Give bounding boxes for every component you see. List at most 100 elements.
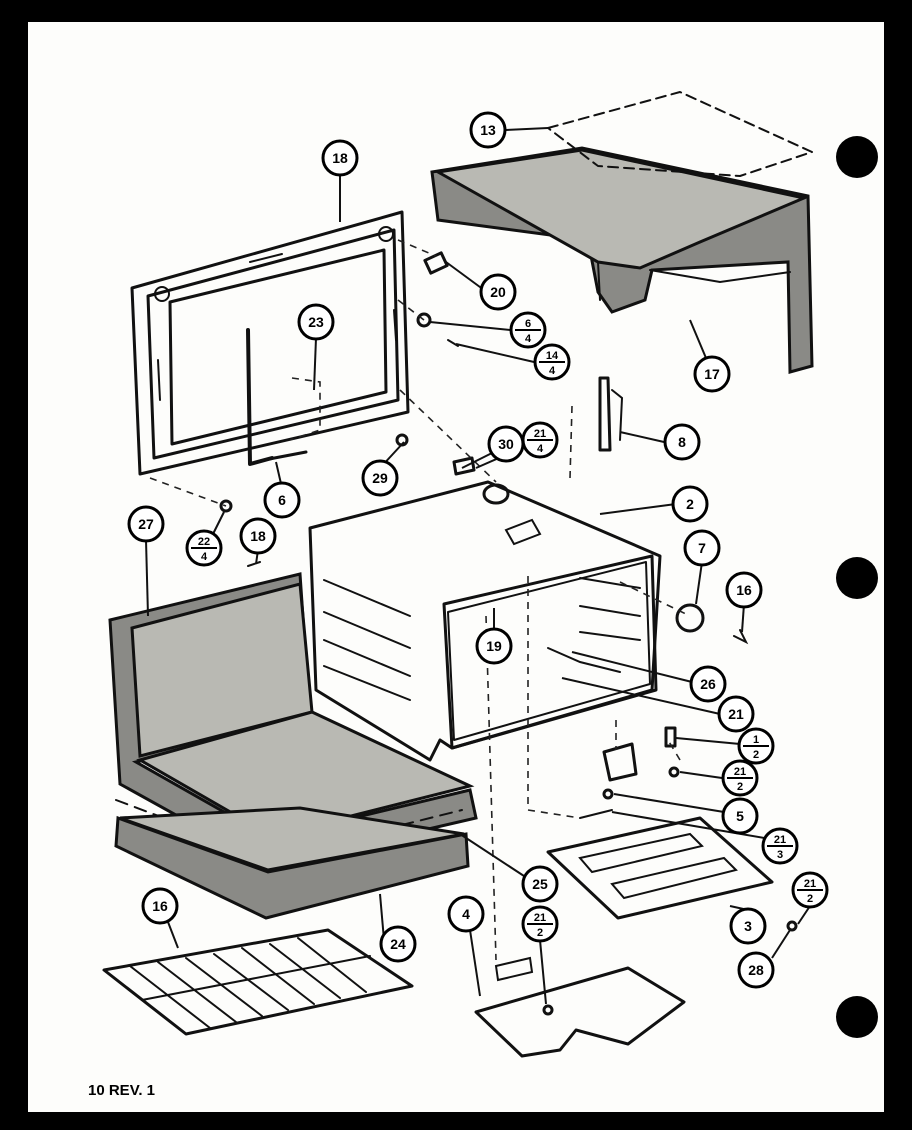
callout-number: 4	[462, 906, 470, 922]
callout-number: 16	[152, 898, 168, 914]
callout-circle	[447, 895, 485, 933]
callout-circle	[521, 865, 559, 903]
callout-c3: 3	[729, 907, 767, 945]
front-frame-part-18	[130, 210, 410, 476]
oven-liner-part-2	[308, 480, 662, 762]
callout-circle	[663, 423, 701, 461]
callout-numerator: 21	[774, 834, 786, 846]
callout-c21-2b: 212	[521, 905, 559, 943]
callout-number: 25	[532, 876, 548, 892]
callout-c23: 23	[297, 303, 335, 341]
broil-pan-part-3	[546, 816, 774, 920]
callout-circle	[725, 571, 763, 609]
callout-numerator: 22	[198, 536, 210, 548]
callout-c27: 27	[127, 505, 165, 543]
callout-numerator: 21	[804, 878, 816, 890]
callout-number: 29	[372, 470, 388, 486]
callout-c26: 26	[689, 665, 727, 703]
callout-c13: 13	[469, 111, 507, 149]
callout-numerator: 1	[753, 734, 759, 746]
callout-c22-4: 224	[185, 529, 223, 567]
callout-number: 17	[704, 366, 720, 382]
callout-number: 7	[698, 540, 706, 556]
callout-numerator: 6	[525, 318, 531, 330]
callout-circle	[297, 303, 335, 341]
callout-denominator: 2	[807, 893, 813, 905]
callout-number: 18	[332, 150, 348, 166]
callout-denominator: 2	[753, 749, 759, 761]
binder-hole-middle	[836, 557, 878, 599]
top-insulation-part-17	[430, 146, 814, 374]
callout-c16a: 16	[725, 571, 763, 609]
callout-denominator: 4	[549, 365, 556, 377]
callout-c17: 17	[693, 355, 731, 393]
callout-circle	[361, 459, 399, 497]
callout-c21-4: 214	[521, 421, 559, 459]
callout-c2: 2	[671, 485, 709, 523]
callout-c7: 7	[683, 529, 721, 567]
bottom-plate-part-4	[474, 956, 686, 1058]
page-label: 10 REV. 1	[88, 1082, 155, 1099]
callout-circle	[469, 111, 507, 149]
callout-circle	[127, 505, 165, 543]
callout-circle	[717, 695, 755, 733]
top-sheet-part-13	[547, 91, 813, 177]
binder-hole-top	[836, 136, 878, 178]
callout-circle	[683, 529, 721, 567]
callout-circle	[737, 951, 775, 989]
callout-c8: 8	[663, 423, 701, 461]
callout-c6-4: 64	[509, 311, 547, 349]
callout-number: 5	[736, 808, 744, 824]
callout-c18b: 18	[239, 517, 277, 555]
callout-number: 8	[678, 434, 686, 450]
callout-denominator: 4	[537, 443, 544, 455]
callout-number: 2	[686, 496, 694, 512]
callout-c29: 29	[361, 459, 399, 497]
callout-number: 21	[728, 706, 744, 722]
callout-c18: 18	[321, 139, 359, 177]
callout-c30: 30	[487, 425, 525, 463]
callout-c16b: 16	[141, 887, 179, 925]
side-insulation-part-27	[108, 572, 478, 868]
callout-number: 28	[748, 962, 764, 978]
callout-c14-4: 144	[533, 343, 571, 381]
callout-c21: 21	[717, 695, 755, 733]
callout-number: 18	[250, 528, 266, 544]
callout-circle	[239, 517, 277, 555]
callout-c21-2a: 212	[721, 759, 759, 797]
callout-circle	[475, 627, 513, 665]
callout-c4: 4	[447, 895, 485, 933]
callout-circle	[729, 907, 767, 945]
callout-number: 13	[480, 122, 496, 138]
callout-c21-3: 213	[761, 827, 799, 865]
callout-number: 20	[490, 284, 506, 300]
callout-number: 27	[138, 516, 154, 532]
callout-number: 26	[700, 676, 716, 692]
callout-number: 24	[390, 936, 406, 952]
small-hardware	[219, 251, 798, 1016]
bottom-insulation-part-24	[114, 806, 470, 920]
callout-denominator: 4	[525, 333, 532, 345]
callout-c20: 20	[479, 273, 517, 311]
callout-circle	[671, 485, 709, 523]
callout-circle	[479, 273, 517, 311]
callout-number: 19	[486, 638, 502, 654]
oven-rack-part-15	[102, 928, 414, 1036]
callout-c1-2: 12	[737, 727, 775, 765]
callout-circle	[689, 665, 727, 703]
callout-number: 3	[744, 918, 752, 934]
callout-circle	[263, 481, 301, 519]
callout-denominator: 3	[777, 849, 783, 861]
callout-number: 30	[498, 436, 514, 452]
callout-numerator: 21	[534, 912, 546, 924]
callout-numerator: 14	[546, 350, 559, 362]
callout-c5: 5	[721, 797, 759, 835]
binder-hole-bottom	[836, 996, 878, 1038]
callout-circle	[379, 925, 417, 963]
callout-number: 23	[308, 314, 324, 330]
callout-circle	[141, 887, 179, 925]
callout-denominator: 4	[201, 551, 208, 563]
callout-c6: 6	[263, 481, 301, 519]
